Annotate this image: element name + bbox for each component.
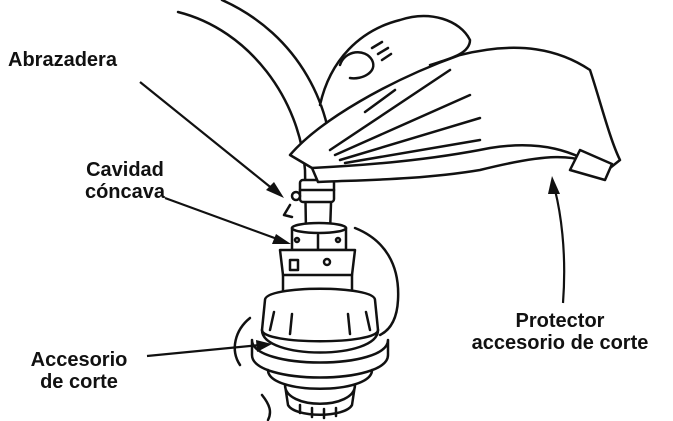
trimmer-lines	[233, 226, 400, 421]
guard-label: Protector accesorio de corte	[455, 310, 665, 354]
cavity-label-line1: Cavidad	[86, 159, 164, 181]
clamp-band	[282, 178, 336, 219]
concave-collar	[290, 221, 348, 252]
cutting-attachment-label: Accesorio de corte	[8, 349, 150, 393]
cutting-attachment-leader-line	[146, 340, 272, 358]
guard-label-line2: accesorio de corte	[471, 332, 649, 354]
cutting-attachment-label-line1: Accesorio	[30, 349, 128, 371]
guard-shield	[288, 46, 622, 184]
cavity-label: Cavidad cóncava	[50, 159, 200, 203]
cutting-attachment-label-line2: de corte	[40, 371, 118, 393]
clamp-label: Abrazadera	[8, 49, 117, 71]
cavity-label-line2: cóncava	[84, 181, 166, 203]
guard-leader-line	[548, 176, 566, 304]
guard-label-line1: Protector	[515, 310, 605, 332]
spool-body	[250, 287, 390, 420]
clamp-leader-line	[139, 81, 284, 198]
clamp-label-text: Abrazadera	[8, 49, 117, 71]
cavity-leader-line	[164, 196, 291, 244]
gear-head	[278, 248, 357, 302]
hand	[318, 14, 472, 107]
